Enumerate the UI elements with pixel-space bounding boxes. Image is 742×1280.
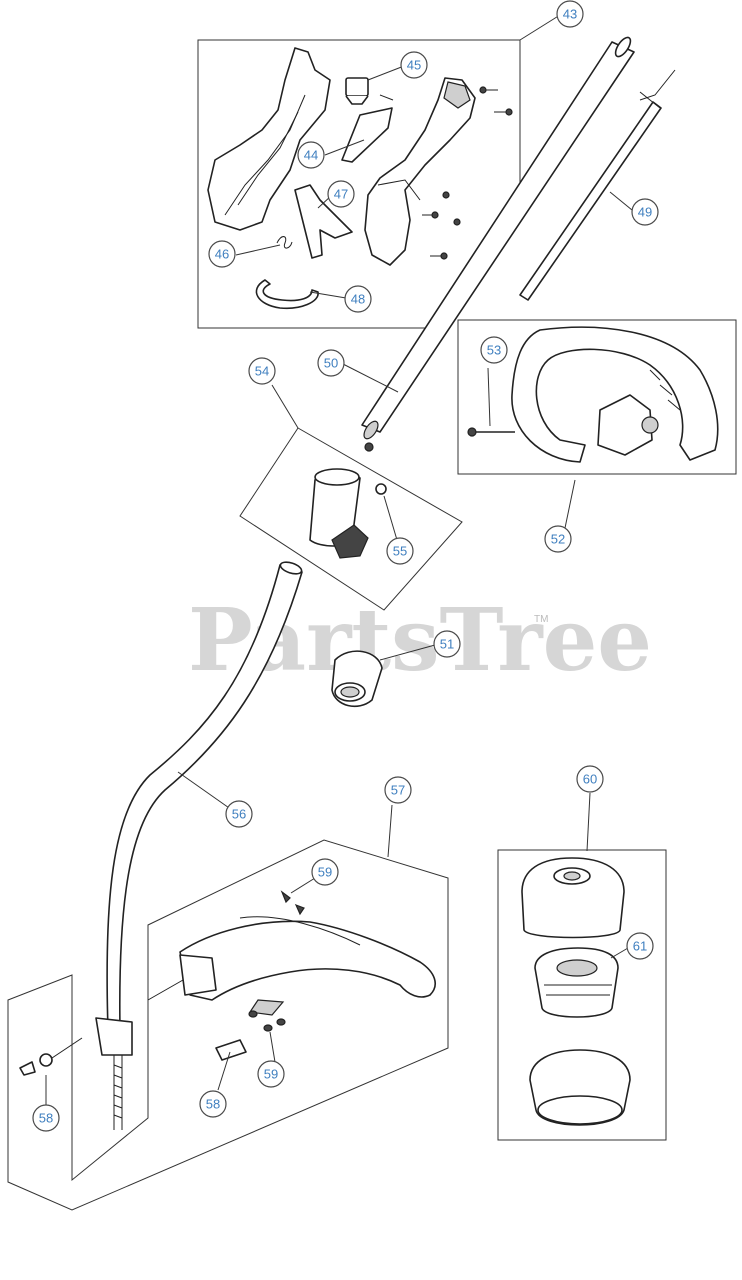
right-housing-half bbox=[364, 77, 476, 266]
trimmer-guard bbox=[179, 920, 436, 1001]
callout-47-label: 47 bbox=[334, 187, 348, 202]
callout-53[interactable]: 53 bbox=[480, 336, 508, 364]
callout-56[interactable]: 56 bbox=[225, 800, 253, 828]
watermark-trademark: TM bbox=[534, 614, 548, 625]
callout-50[interactable]: 50 bbox=[317, 349, 345, 377]
callout-51-label: 51 bbox=[440, 637, 454, 652]
callout-60-label: 60 bbox=[583, 772, 597, 787]
callout-49[interactable]: 49 bbox=[631, 198, 659, 226]
retaining-clip-part bbox=[255, 279, 319, 310]
assist-handle bbox=[511, 326, 719, 463]
switch-part bbox=[345, 77, 369, 97]
callout-61-label: 61 bbox=[633, 939, 647, 954]
callout-60[interactable]: 60 bbox=[576, 765, 604, 793]
guard-group bbox=[7, 804, 449, 1211]
callout-48-label: 48 bbox=[351, 292, 365, 307]
guard-washer-part bbox=[39, 1053, 53, 1067]
callout-57-label: 57 bbox=[391, 783, 405, 798]
trimmer-spool bbox=[534, 947, 619, 1018]
callout-54[interactable]: 54 bbox=[248, 357, 276, 385]
callout-46[interactable]: 46 bbox=[208, 240, 236, 268]
assist-handle-group bbox=[457, 319, 737, 529]
callout-54-label: 54 bbox=[255, 364, 269, 379]
callout-45-label: 45 bbox=[407, 58, 421, 73]
callout-45[interactable]: 45 bbox=[400, 51, 428, 79]
callout-53-label: 53 bbox=[487, 343, 501, 358]
callout-56-label: 56 bbox=[232, 807, 246, 822]
callouts: 43 45 44 47 46 48 49 50 53 54 52 55 51 6… bbox=[32, 0, 659, 1132]
lower-shaft-group bbox=[95, 561, 303, 1130]
callout-43-label: 43 bbox=[563, 7, 577, 22]
callout-43[interactable]: 43 bbox=[556, 0, 584, 28]
shaft-adapter-group bbox=[331, 644, 436, 708]
callout-52-label: 52 bbox=[551, 532, 565, 547]
handle-bolt-part bbox=[467, 427, 477, 437]
callout-51[interactable]: 51 bbox=[433, 630, 461, 658]
line-cutter-blade bbox=[248, 999, 285, 1016]
handle-housing-group bbox=[197, 14, 561, 329]
trimmer-head-box bbox=[497, 849, 667, 1141]
wire-bracket-part bbox=[341, 107, 393, 163]
callout-58-left[interactable]: 58 bbox=[32, 1104, 60, 1132]
trigger-part bbox=[294, 184, 353, 259]
callout-50-label: 50 bbox=[324, 356, 338, 371]
callout-57[interactable]: 57 bbox=[384, 776, 412, 804]
callout-61[interactable]: 61 bbox=[626, 932, 654, 960]
callout-59-top[interactable]: 59 bbox=[311, 858, 339, 886]
coupler-box bbox=[239, 427, 463, 611]
callout-47[interactable]: 47 bbox=[327, 180, 355, 208]
callout-44[interactable]: 44 bbox=[297, 141, 325, 169]
assist-handle-box bbox=[457, 319, 737, 475]
trigger-spring-part bbox=[276, 236, 293, 249]
callout-58-right-label: 58 bbox=[206, 1097, 220, 1112]
callout-59-top-label: 59 bbox=[318, 865, 332, 880]
callout-58-left-label: 58 bbox=[39, 1111, 53, 1126]
callout-49-label: 49 bbox=[638, 205, 652, 220]
callout-46-label: 46 bbox=[215, 247, 229, 262]
housing-screws bbox=[422, 86, 513, 260]
callout-52[interactable]: 52 bbox=[544, 525, 572, 553]
callout-59-bottom-label: 59 bbox=[264, 1067, 278, 1082]
callout-55[interactable]: 55 bbox=[386, 537, 414, 565]
trimmer-head-cap bbox=[521, 857, 625, 939]
guard-wing-nut-part bbox=[19, 1061, 36, 1076]
throttle-cable bbox=[519, 101, 662, 301]
coupler-group bbox=[239, 384, 463, 611]
callout-58-right[interactable]: 58 bbox=[199, 1090, 227, 1118]
callout-55-label: 55 bbox=[393, 544, 407, 559]
trimmer-head-group bbox=[497, 792, 667, 1141]
upper-shaft-group bbox=[342, 36, 635, 452]
callout-48[interactable]: 48 bbox=[344, 285, 372, 313]
coupler-nut-part bbox=[375, 483, 387, 495]
left-housing-half bbox=[207, 47, 331, 231]
throttle-cable-group bbox=[519, 69, 676, 301]
callout-44-label: 44 bbox=[304, 148, 318, 163]
guard-bolt-part bbox=[215, 1039, 247, 1061]
callout-59-bottom[interactable]: 59 bbox=[257, 1060, 285, 1088]
guard-outer-box bbox=[7, 839, 449, 1211]
